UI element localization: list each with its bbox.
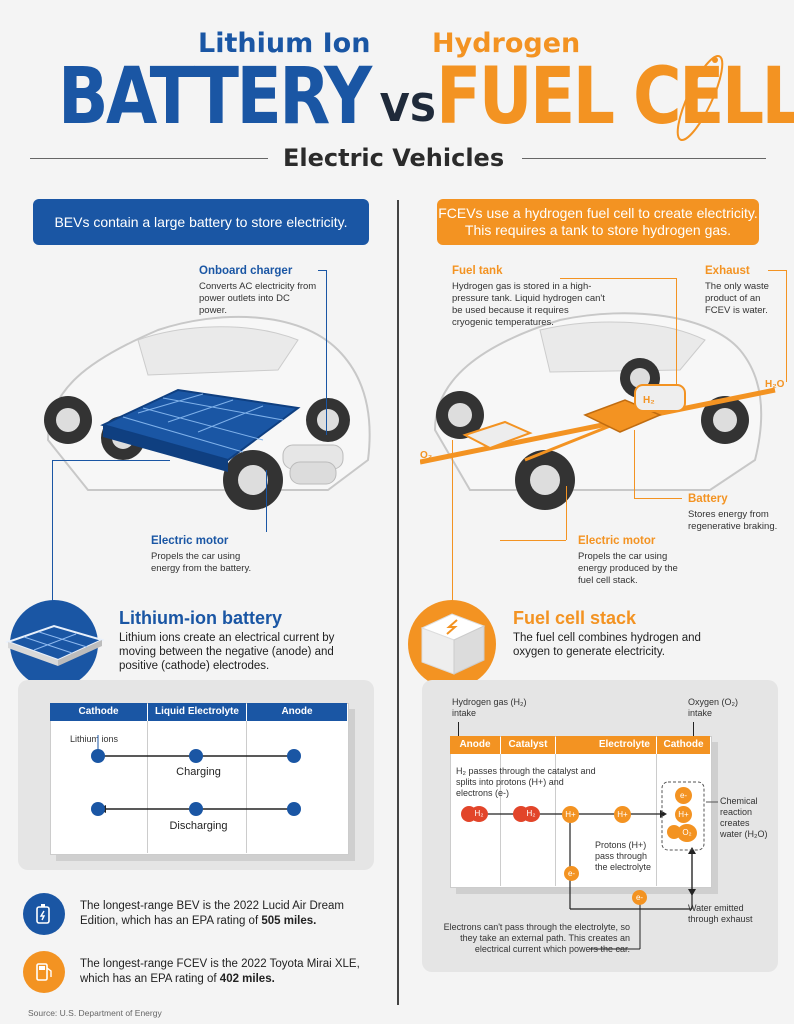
fc-sep-1 [500, 754, 501, 886]
h2-molecule-a: H₂ [470, 806, 488, 822]
fuel-cell-box-icon [420, 613, 486, 675]
fcev-fact-text: The longest-range FCEV is the 2022 Toyot… [80, 958, 360, 985]
exhaust-callout-line [786, 270, 787, 382]
tank-body: Hydrogen gas is stored in a high-pressur… [452, 281, 605, 328]
source-note: Source: U.S. Department of Energy [28, 1008, 162, 1018]
bev-fact: The longest-range BEV is the 2022 Lucid … [80, 899, 360, 929]
divider-left [30, 158, 268, 159]
battery-section-body: Lithium ions create an electrical curren… [119, 632, 335, 672]
h2-intake-arrow [458, 722, 459, 736]
fcev-fact: The longest-range FCEV is the 2022 Toyot… [80, 957, 360, 987]
bev-banner: BEVs contain a large battery to store el… [33, 199, 369, 245]
fcev-battery-body: Stores energy from regenerative braking. [688, 509, 778, 532]
water-note: Water emitted through exhaust [688, 903, 753, 924]
electron-1: e- [564, 866, 579, 881]
fc-col-cathode: Cathode [657, 736, 710, 754]
electron-2: e- [632, 890, 647, 905]
fcev-motor-callout-tick [500, 540, 566, 541]
fcev-pump-icon [23, 951, 65, 993]
bev-fact-miles: 505 miles. [261, 915, 317, 927]
proton-1: H+ [562, 806, 579, 823]
charging-label: Charging [176, 766, 221, 778]
bev-car-illustration [44, 315, 371, 510]
exhaust-callout-tick [768, 270, 786, 271]
fc-sep-2 [555, 754, 556, 886]
tank-callout-tick [560, 278, 676, 279]
o2-intake-arrow [693, 722, 694, 736]
catalyst-note: H₂ passes through the catalyst and split… [456, 766, 596, 798]
bev-battery-icon [23, 893, 65, 935]
fcev-motor-title: Electric motor [578, 535, 656, 547]
fuel-cell-diagram [450, 736, 712, 888]
battery-col-anode: Anode [247, 703, 347, 721]
o2-intake-label: Oxygen (O₂) intake [688, 697, 739, 718]
battery-callout-line [52, 460, 53, 610]
chem-note: Chemical reaction creates water (H₂O) [720, 796, 768, 839]
fc-col-catalyst: Catalyst [501, 736, 555, 754]
center-divider [397, 200, 399, 1005]
electrons-note: Electrons can't pass through the electro… [443, 922, 630, 954]
bev-fact-text: The longest-range BEV is the 2022 Lucid … [80, 900, 345, 927]
fcev-fact-miles: 402 miles. [219, 973, 275, 985]
charger-callout-tick [318, 270, 327, 271]
stack-callout-line [452, 440, 453, 610]
fc-col-electrolyte: Electrolyte [556, 736, 656, 754]
right-subtitle: Hydrogen [432, 28, 581, 59]
battery-col-sep-1 [147, 721, 148, 853]
battery-section-title: Lithium-ion battery [119, 608, 282, 628]
bev-motor-title: Electric motor [151, 535, 229, 547]
tank-callout-line [676, 278, 677, 384]
page-subtitle: Electric Vehicles [283, 144, 505, 172]
fcev-battery-title: Battery [688, 493, 728, 505]
car-h2o-label: H₂O [765, 379, 785, 390]
fcev-motor-body: Propels the car using energy produced by… [578, 551, 678, 586]
car-o2-label: O₂ [420, 450, 432, 461]
protons-note: Protons (H+) pass through the electrolyt… [595, 840, 652, 872]
fcev-car-illustration: H₂ O₂ H₂O [420, 312, 785, 510]
exhaust-body: The only waste product of an FCEV is wat… [705, 281, 769, 316]
divider-right [522, 158, 766, 159]
battery-r-callout-line [634, 430, 635, 498]
o2-molecule: O₂ [677, 824, 697, 842]
charger-title: Onboard charger [199, 265, 293, 277]
exhaust-title: Exhaust [705, 265, 750, 277]
motor-callout-line [266, 470, 267, 532]
battery-col-electrolyte: Liquid Electrolyte [148, 703, 246, 721]
stack-section-title: Fuel cell stack [513, 608, 637, 628]
fc-sep-3 [656, 754, 657, 886]
cathode-electron: e- [675, 787, 692, 804]
orbit-icon [676, 55, 724, 141]
battery-pack-icon [5, 624, 104, 666]
lithium-ions-label: Lithium ions [70, 734, 119, 744]
h2-molecule-b: H₂ [522, 806, 540, 822]
discharging-label: Discharging [169, 820, 228, 832]
stack-section-body: The fuel cell combines hydrogen and oxyg… [513, 632, 701, 658]
fcev-motor-callout-line [566, 486, 567, 540]
battery-r-callout-tick [634, 498, 682, 499]
lithium-ion-flow [91, 735, 301, 816]
left-subtitle: Lithium Ion [198, 28, 371, 59]
cathode-proton: H+ [675, 806, 692, 823]
tank-title: Fuel tank [452, 265, 503, 277]
battery-col-cathode: Cathode [50, 703, 147, 721]
proton-2: H+ [614, 806, 631, 823]
fcev-banner: FCEVs use a hydrogen fuel cell to create… [437, 199, 759, 245]
battery-callout-tick [52, 460, 170, 461]
left-title: BATTERY [58, 52, 372, 142]
fc-col-anode: Anode [450, 736, 500, 754]
h2-intake-label: Hydrogen gas (H₂) intake [452, 697, 527, 718]
charger-body: Converts AC electricity from power outle… [199, 281, 317, 316]
bev-motor-body: Propels the car using energy from the ba… [151, 551, 252, 574]
car-h2-label: H₂ [643, 395, 655, 406]
right-title: FUEL CELL [436, 52, 794, 142]
battery-diagram [50, 703, 349, 855]
vs-label: VS [380, 86, 437, 130]
battery-col-sep-2 [246, 721, 247, 853]
charger-callout-line [326, 270, 327, 435]
